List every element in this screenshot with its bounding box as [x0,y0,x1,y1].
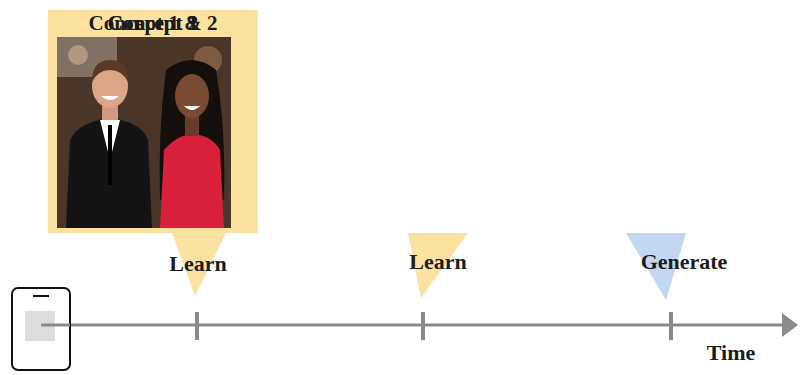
step-label: Learn [409,249,466,275]
axis-label: Time [707,340,755,366]
phone-icon [12,288,70,370]
concept-panel: Concept 1 & 2 [48,10,258,233]
time-tick [421,312,425,340]
time-tick [669,312,673,340]
step-label: Learn [169,251,226,277]
panel-heading: Concept 1 & 2 [48,10,258,36]
time-arrowhead [782,313,798,337]
time-axis [41,324,786,327]
generated-photo [48,10,239,233]
time-tick [195,312,199,340]
callout-pointer [408,233,468,298]
step-label: Generate [641,249,728,275]
